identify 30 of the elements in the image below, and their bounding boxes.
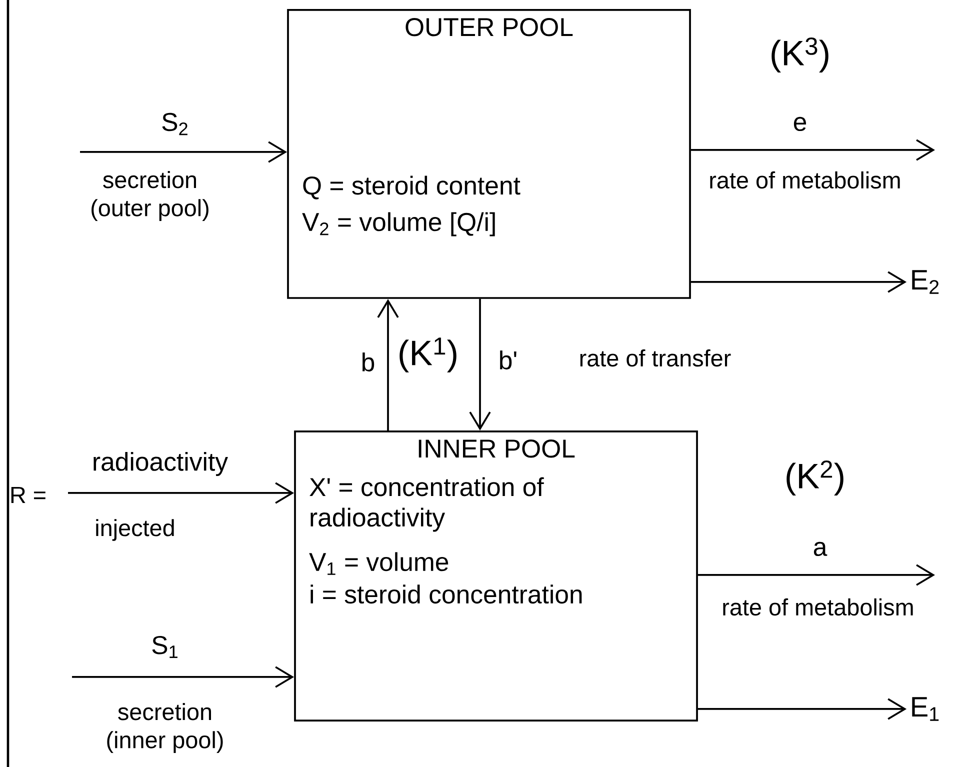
constant-label: (K$^{1}$) [400,338,456,372]
annotation-text: secretion (inner pool) [107,703,223,753]
edge-label: S$_{2}$ [160,112,190,136]
outflow-label: E$_{2}$ [912,270,939,294]
arrow [72,666,294,688]
constant-label: (K$^{2}$) [786,460,844,496]
pool-box: OUTER POOL Q = steroid content V$_{2}$ = volume [Q/i] [287,9,691,299]
annotation-text: rate of metabolism [710,171,900,189]
arrow [80,141,288,163]
arrow [690,139,935,161]
arrow [68,482,294,504]
edge-label: S$_{1}$ [150,634,180,660]
annotation-text: R = [11,486,46,504]
annotation-text: injected [96,519,174,541]
outflow-label: E$_{1}$ [912,697,939,721]
arrow [698,698,907,720]
arrow [377,298,399,431]
annotation-text: rate of transfer [580,349,731,367]
edge-label: b [360,351,376,373]
pool-box: INNER POOL X' = concentration of radioactivity V$_{1}$ = volume i = steroid concentration [294,430,698,722]
edge-label: e [792,116,808,132]
annotation-text: rate of metabolism [723,598,913,616]
arrow [690,271,907,293]
constant-label: (K$^{3}$) [772,37,828,72]
edge-label: b' [497,349,519,371]
annotation-text: secretion (outer pool) [92,171,208,221]
edge-label: radioactivity [90,450,230,478]
arrow [469,298,491,431]
edge-label: a [812,540,828,558]
arrow [698,564,935,586]
